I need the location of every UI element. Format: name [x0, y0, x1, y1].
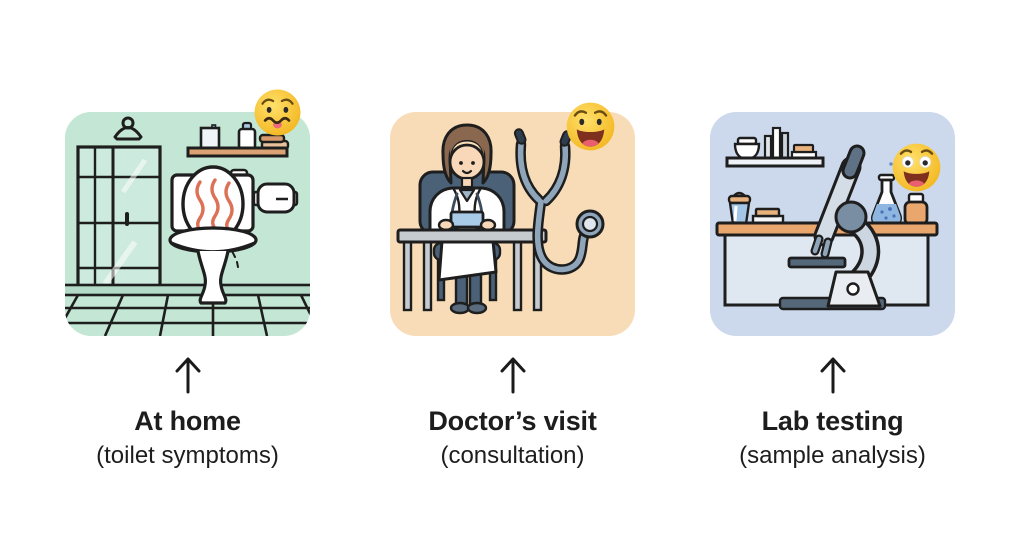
tiled-floor: [65, 283, 310, 336]
sample-jar: [903, 192, 929, 226]
desk: [396, 228, 548, 312]
hanging-coat: [437, 239, 498, 282]
wall-hook-icon: [113, 116, 143, 141]
step-at-home: At home (toilet symptoms): [65, 89, 310, 470]
queasy-face-emoji-icon: [251, 86, 304, 139]
at-home-panel: [65, 112, 310, 336]
step-doctors-visit: Doctor’s visit (consultation): [390, 102, 635, 470]
doctor: [428, 123, 506, 234]
step-subtitle: (toilet symptoms): [96, 442, 279, 469]
excited-face-emoji-icon: [889, 140, 944, 195]
step-subtitle: (sample analysis): [739, 442, 926, 469]
up-arrow-icon: [65, 354, 310, 394]
step-title: At home: [134, 406, 241, 436]
microscope-icon: [787, 144, 882, 308]
toilet-paper-holder: [252, 182, 299, 214]
coffee-cup: [727, 191, 752, 226]
lab-scene-illustration: [715, 126, 939, 311]
toilet: [168, 165, 258, 305]
odor-squiggles: [195, 178, 234, 231]
grinning-face-emoji-icon: [563, 99, 618, 154]
bathroom-scene-illustration: [65, 116, 310, 336]
up-arrow-icon: [710, 354, 955, 394]
stethoscope-icon: [513, 128, 605, 275]
step-title: Doctor’s visit: [428, 406, 597, 436]
step-subtitle: (consultation): [440, 442, 585, 469]
shower-stall: [76, 145, 162, 290]
step-title: Lab testing: [761, 406, 904, 436]
tablet: [449, 210, 485, 229]
doctor-consultation-illustration: [396, 123, 605, 315]
up-arrow-icon: [390, 354, 635, 394]
lab-shelf: [725, 126, 825, 168]
step-lab-testing: Lab testing (sample analysis): [710, 112, 955, 470]
bathroom-shelf: [186, 121, 290, 158]
